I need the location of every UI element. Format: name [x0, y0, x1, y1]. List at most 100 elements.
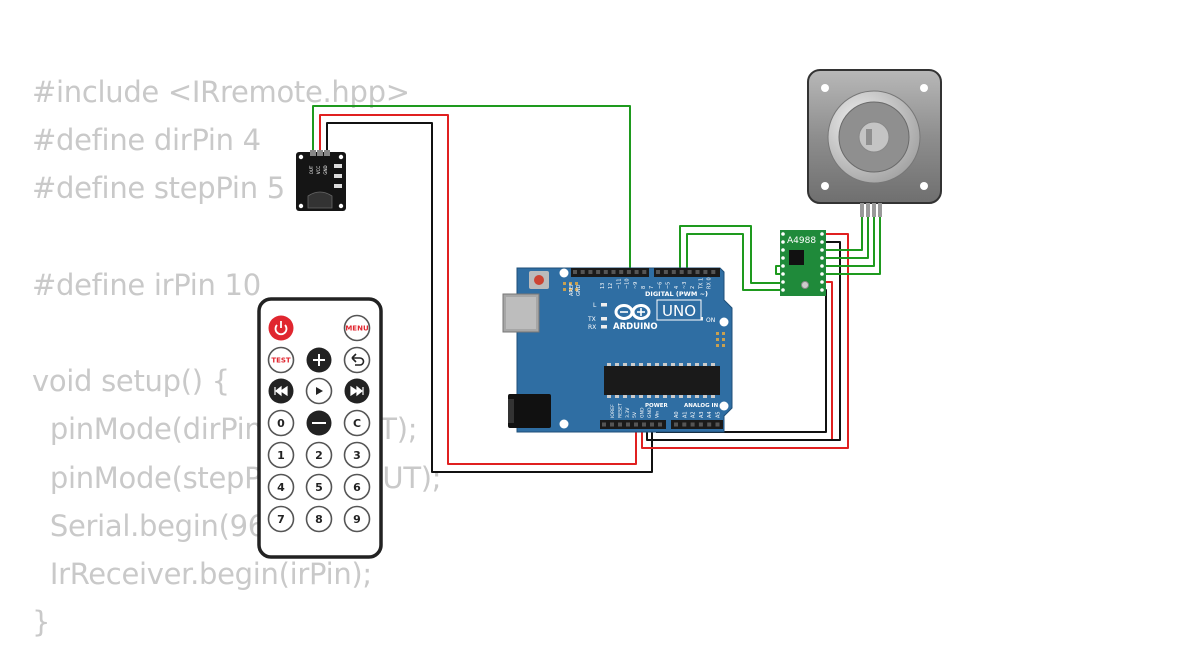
driver-pin[interactable]: [781, 248, 785, 252]
wire-ir-ground[interactable]: [326, 122, 653, 473]
remote-button[interactable]: [268, 315, 294, 341]
wire-driver-power[interactable]: [641, 233, 849, 449]
remote-button[interactable]: 7: [267, 505, 295, 533]
pin-hole[interactable]: [588, 270, 593, 274]
pin-hole[interactable]: [698, 422, 703, 427]
pin-hole[interactable]: [682, 422, 687, 427]
driver-pin[interactable]: [781, 288, 785, 292]
remote-button-face[interactable]: [343, 314, 371, 342]
remote-button-face[interactable]: [267, 441, 295, 469]
wire-ir-signal[interactable]: [312, 105, 631, 272]
pin-hole[interactable]: [611, 270, 616, 274]
pin-hole[interactable]: [707, 422, 712, 427]
pin-hole[interactable]: [674, 422, 678, 427]
remote-button[interactable]: MENU: [343, 314, 371, 342]
pin-hole[interactable]: [580, 270, 585, 274]
driver-pin[interactable]: [820, 240, 824, 244]
wire-driver-ground[interactable]: [646, 241, 841, 441]
remote-button-face[interactable]: [267, 505, 295, 533]
pin-hole[interactable]: [602, 422, 606, 427]
pin-hole[interactable]: [610, 422, 614, 427]
remote-button-face[interactable]: [267, 473, 295, 501]
driver-pin[interactable]: [820, 264, 824, 268]
remote-button[interactable]: 1: [267, 441, 295, 469]
pin-hole[interactable]: [715, 422, 720, 427]
remote-button-face[interactable]: [343, 441, 371, 469]
pin-hole[interactable]: [596, 270, 601, 274]
remote-button[interactable]: TEST: [267, 346, 295, 374]
pin-hole[interactable]: [703, 270, 708, 274]
header-pin[interactable]: [317, 150, 323, 156]
remote-button[interactable]: 0: [267, 409, 295, 437]
remote-button[interactable]: [306, 410, 332, 436]
wire-ir-power[interactable]: [319, 114, 637, 465]
pin-hole[interactable]: [650, 422, 654, 427]
remote-button[interactable]: [268, 378, 294, 404]
pin-hole[interactable]: [603, 270, 608, 274]
wire-coil-2b[interactable]: [820, 216, 881, 275]
driver-pin[interactable]: [820, 288, 824, 292]
remote-button[interactable]: C: [343, 409, 371, 437]
pin-hole[interactable]: [642, 422, 646, 427]
remote-button[interactable]: 5: [305, 473, 333, 501]
driver-pin[interactable]: [820, 232, 824, 236]
wire-coil-1a[interactable]: [820, 216, 863, 251]
driver-pin[interactable]: [781, 272, 785, 276]
driver-pin[interactable]: [781, 232, 785, 236]
remote-button[interactable]: 6: [343, 473, 371, 501]
pin-hole[interactable]: [690, 422, 695, 427]
stepper-motor[interactable]: [807, 69, 942, 217]
wire-step[interactable]: [686, 233, 782, 291]
remote-button-face[interactable]: [305, 473, 333, 501]
driver-pin[interactable]: [781, 240, 785, 244]
pin-hole[interactable]: [634, 270, 639, 274]
reset-button-cap[interactable]: [534, 275, 544, 285]
pin-hole[interactable]: [626, 422, 630, 427]
driver-pin[interactable]: [820, 248, 824, 252]
pin-hole[interactable]: [619, 270, 624, 274]
remote-button[interactable]: 4: [267, 473, 295, 501]
remote-button[interactable]: 8: [305, 505, 333, 533]
pin-hole[interactable]: [618, 422, 622, 427]
remote-button[interactable]: [306, 347, 332, 373]
driver-pin[interactable]: [820, 280, 824, 284]
pin-hole[interactable]: [658, 422, 662, 427]
wire-coil-2a[interactable]: [820, 216, 875, 267]
pin-hole[interactable]: [656, 270, 660, 274]
remote-button[interactable]: 9: [343, 505, 371, 533]
wire-dir[interactable]: [679, 225, 782, 284]
pin-hole[interactable]: [634, 422, 638, 427]
remote-button[interactable]: [305, 377, 333, 405]
driver-pin[interactable]: [781, 280, 785, 284]
pin-hole[interactable]: [671, 270, 676, 274]
driver-pin[interactable]: [781, 264, 785, 268]
remote-button-face[interactable]: [305, 505, 333, 533]
driver-pin[interactable]: [820, 272, 824, 276]
remote-button[interactable]: 3: [343, 441, 371, 469]
header-pin[interactable]: [324, 150, 330, 156]
remote-button[interactable]: [343, 346, 371, 374]
driver-pin[interactable]: [820, 256, 824, 260]
driver-pin[interactable]: [781, 256, 785, 260]
remote-button-face[interactable]: [343, 473, 371, 501]
potentiometer-icon[interactable]: [801, 281, 809, 289]
remote-button-face[interactable]: [267, 346, 295, 374]
remote-button-face[interactable]: [343, 505, 371, 533]
pin-hole[interactable]: [573, 270, 577, 274]
pin-hole[interactable]: [695, 270, 700, 274]
pin-hole[interactable]: [687, 270, 692, 274]
ir-receiver-module[interactable]: OUT VCC GND: [296, 150, 346, 211]
remote-button-face[interactable]: [343, 409, 371, 437]
remote-button-face[interactable]: [305, 441, 333, 469]
remote-button[interactable]: 2: [305, 441, 333, 469]
header-pin[interactable]: [310, 150, 316, 156]
pin-hole[interactable]: [642, 270, 647, 274]
wire-sleep-reset[interactable]: [775, 265, 782, 275]
remote-button[interactable]: [344, 378, 370, 404]
remote-button-face[interactable]: [267, 409, 295, 437]
pin-hole[interactable]: [679, 270, 684, 274]
a4988-driver[interactable]: A4988: [780, 230, 826, 296]
pin-hole[interactable]: [711, 270, 716, 274]
